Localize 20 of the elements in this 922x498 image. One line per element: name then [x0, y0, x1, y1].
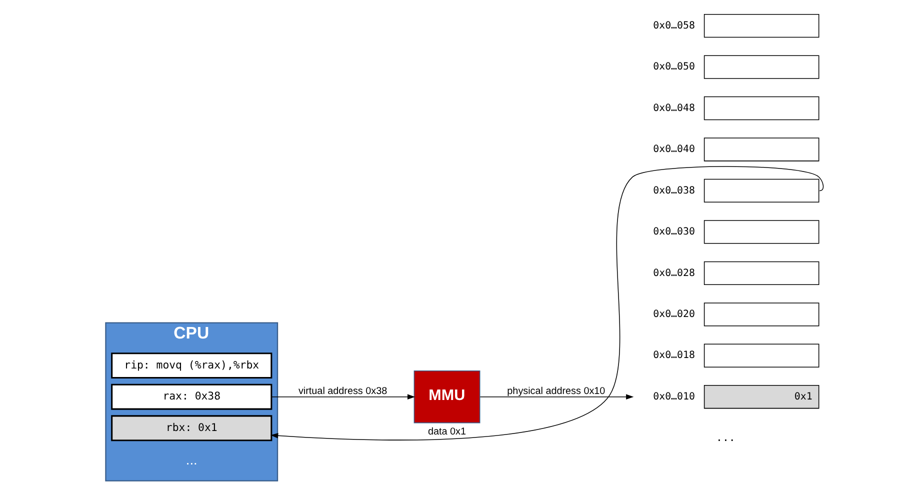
- node-label: 0x0…010: [652, 390, 694, 402]
- label: ...: [716, 430, 735, 444]
- node-label: 0x0…050: [652, 61, 694, 72]
- node-box: rbx: 0x1: [110, 414, 272, 441]
- node-label: 0x0…030: [652, 226, 694, 238]
- edge-label: data 0x1: [428, 426, 466, 438]
- edge-label: physical address 0x10: [506, 386, 605, 397]
- node-label: 0x0…038: [652, 184, 694, 196]
- node-label: 0x0…018: [652, 350, 694, 361]
- node-box: MMU: [413, 370, 480, 423]
- arrow: [270, 394, 415, 400]
- node-label: 0x0…058: [652, 20, 694, 31]
- node-label: 0x0…028: [652, 267, 694, 278]
- node-box: rax: 0x38: [110, 383, 272, 410]
- arrow: [479, 394, 634, 400]
- edge-label: virtual address 0x38: [298, 386, 387, 397]
- node-label: 0x0…048: [652, 102, 694, 114]
- node-label: 0x0…040: [652, 144, 694, 155]
- node-box: rip: movq (%rax),%rbx: [110, 352, 272, 378]
- node-label: 0x0…020: [652, 308, 694, 320]
